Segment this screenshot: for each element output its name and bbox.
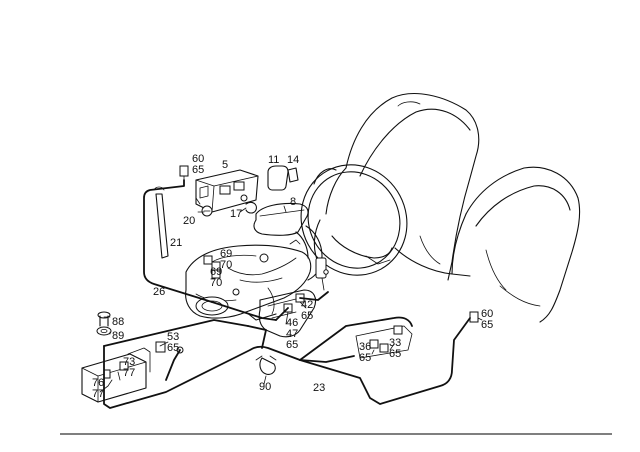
callout-47: 47 <box>286 328 298 340</box>
callout-46: 46 <box>286 317 298 329</box>
steering-column <box>295 225 329 291</box>
callout-73: 73 <box>123 356 135 368</box>
callout-90: 90 <box>259 381 271 393</box>
front-seat-left <box>325 92 480 281</box>
callout-53: 53 <box>167 331 179 343</box>
cap-14 <box>287 167 299 183</box>
callout-42: 42 <box>301 299 313 311</box>
callout-70-a: 70 <box>220 259 232 271</box>
connector-53 <box>155 341 166 353</box>
callout-76: 76 <box>92 377 104 389</box>
front-seat-right <box>451 166 581 323</box>
callout-labels: 60 65 5 11 14 20 17 8 21 69 70 69 70 26 … <box>92 153 493 400</box>
callout-11: 11 <box>268 154 279 166</box>
connector-60-65-right <box>469 311 479 323</box>
connector-60-65-top <box>179 165 189 181</box>
washer-89 <box>96 326 112 336</box>
screw-20 <box>195 197 213 217</box>
callout-26: 26 <box>153 286 165 298</box>
callout-65-top: 65 <box>192 164 204 176</box>
dashboard-carrier <box>185 239 312 321</box>
leader-lines <box>99 205 483 393</box>
connectors-69-70 <box>203 255 221 279</box>
steering-wheel <box>300 164 408 276</box>
callout-89: 89 <box>112 330 124 342</box>
callout-65-mid: 65 <box>301 310 313 322</box>
callout-77-b: 77 <box>92 388 104 400</box>
callout-65-r2: 65 <box>389 348 401 360</box>
callout-65-left: 65 <box>167 342 179 354</box>
clip-90 <box>255 355 277 375</box>
callout-8: 8 <box>290 196 296 208</box>
callout-65-lower: 65 <box>286 339 298 351</box>
stay-rod-21 <box>153 186 169 259</box>
callout-33: 33 <box>389 337 401 349</box>
callout-5: 5 <box>222 159 228 171</box>
callout-65-right: 65 <box>481 319 493 331</box>
callout-77-a: 77 <box>123 367 135 379</box>
callout-36: 36 <box>359 341 371 353</box>
cover-11 <box>267 165 289 191</box>
connectors-33-36 <box>355 325 413 359</box>
callout-65-r1: 65 <box>359 352 371 364</box>
fuse-box-73 <box>81 347 151 403</box>
callout-14: 14 <box>287 154 299 166</box>
relay-bracket <box>195 169 259 213</box>
bolt-88 <box>97 311 111 327</box>
callout-69-a: 69 <box>220 248 232 260</box>
callout-88: 88 <box>112 316 124 328</box>
callout-60-top: 60 <box>192 153 204 165</box>
callout-17: 17 <box>230 208 242 220</box>
callout-60-right: 60 <box>481 308 493 320</box>
callout-70-b: 70 <box>210 277 222 289</box>
callout-23: 23 <box>313 382 325 394</box>
clip-17 <box>245 201 257 214</box>
wiring-harness <box>103 179 471 409</box>
callout-20: 20 <box>183 215 195 227</box>
switch-panel-8 <box>253 202 309 236</box>
center-tunnel-trim <box>258 289 317 338</box>
callout-69-b: 69 <box>210 266 222 278</box>
callout-21: 21 <box>170 237 182 249</box>
